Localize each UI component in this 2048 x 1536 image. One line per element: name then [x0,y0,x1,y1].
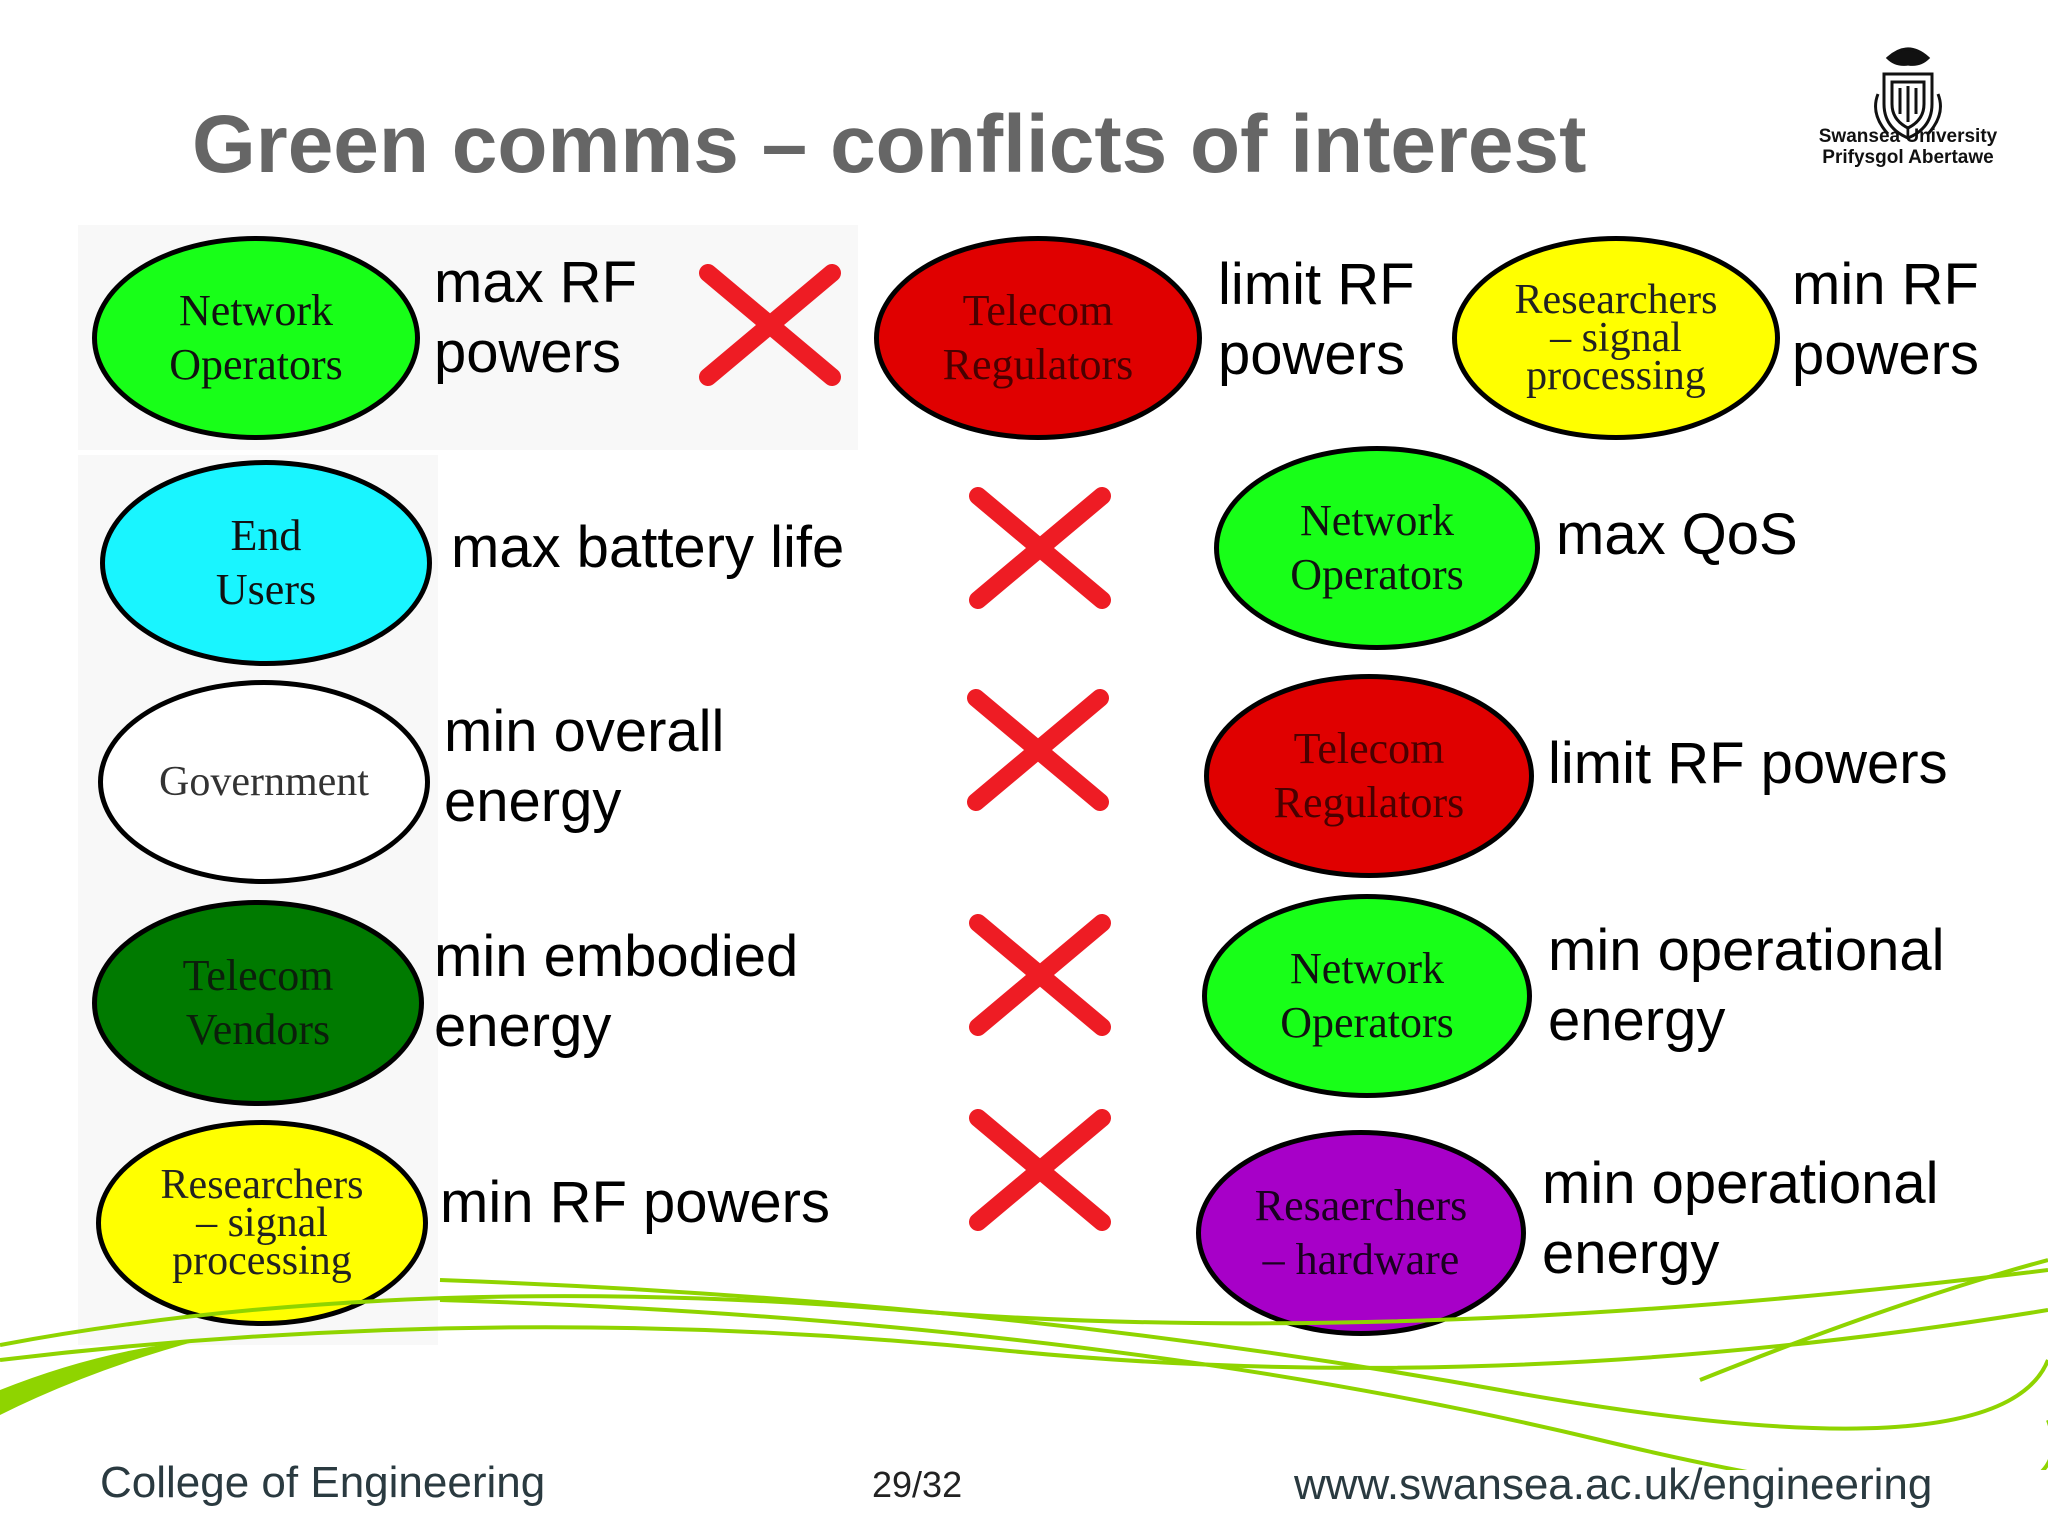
university-crest-icon [1874,47,1942,140]
footer-college: College of Engineering [100,1458,546,1507]
decorative-swoosh [0,1258,2048,1470]
actor-oval: Network Operators [1202,894,1532,1098]
actor-label: Resaerchers – hardware [1254,1181,1468,1284]
goal-label: max RF powers [434,250,637,385]
goal-label: min operational energy [1548,918,1945,1053]
actor-label: Researchers – signal processing [1514,277,1718,399]
actor-label: Telecom Vendors [182,951,334,1054]
red-cross-icon [967,689,1109,811]
actor-label: Network Operators [1290,496,1464,599]
red-cross-icon [699,264,841,386]
actor-label: Telecom Regulators [942,286,1134,389]
goal-label: min embodied energy [434,924,799,1059]
goal-label: min operational energy [1542,1151,1939,1286]
actor-oval: Researchers – signal processing [1452,236,1780,440]
actor-label: Network Operators [169,286,343,389]
actor-oval: Researchers – signal processing [96,1120,428,1326]
actor-label: Telecom Regulators [1273,724,1465,827]
footer-url[interactable]: www.swansea.ac.uk/engineering [1294,1460,1933,1509]
university-name: Swansea University Prifysgol Abertawe [1790,126,2026,168]
actor-oval: Resaerchers – hardware [1196,1130,1526,1336]
actor-label: End Users [215,511,317,614]
page-number: 29/32 [872,1464,963,1505]
university-name-welsh: Prifysgol Abertawe [1822,147,1994,168]
actor-oval: Telecom Vendors [92,900,424,1106]
actor-oval: Network Operators [92,236,420,440]
goal-label: min RF powers [1792,252,1979,387]
actor-oval: Telecom Regulators [1204,674,1534,878]
red-cross-icon [969,487,1111,609]
actor-oval: Network Operators [1214,446,1540,650]
goal-label: min RF powers [440,1170,830,1235]
goal-label: min overall energy [444,699,725,834]
actor-oval: End Users [100,460,432,666]
actor-oval: Government [98,680,430,884]
red-cross-icon [969,914,1111,1036]
actor-label: Network Operators [1280,944,1454,1047]
goal-label: limit RF powers [1548,731,1948,796]
actor-oval: Telecom Regulators [874,236,1202,440]
goal-label: max battery life [451,515,845,580]
goal-label: max QoS [1556,502,1798,567]
goal-label: limit RF powers [1218,252,1415,387]
slide-title: Green comms – conflicts of interest [192,99,1587,190]
actor-label: Government [159,759,369,805]
university-name-english: Swansea University [1818,126,1998,147]
red-cross-icon [969,1109,1111,1231]
actor-label: Researchers – signal processing [160,1162,364,1284]
